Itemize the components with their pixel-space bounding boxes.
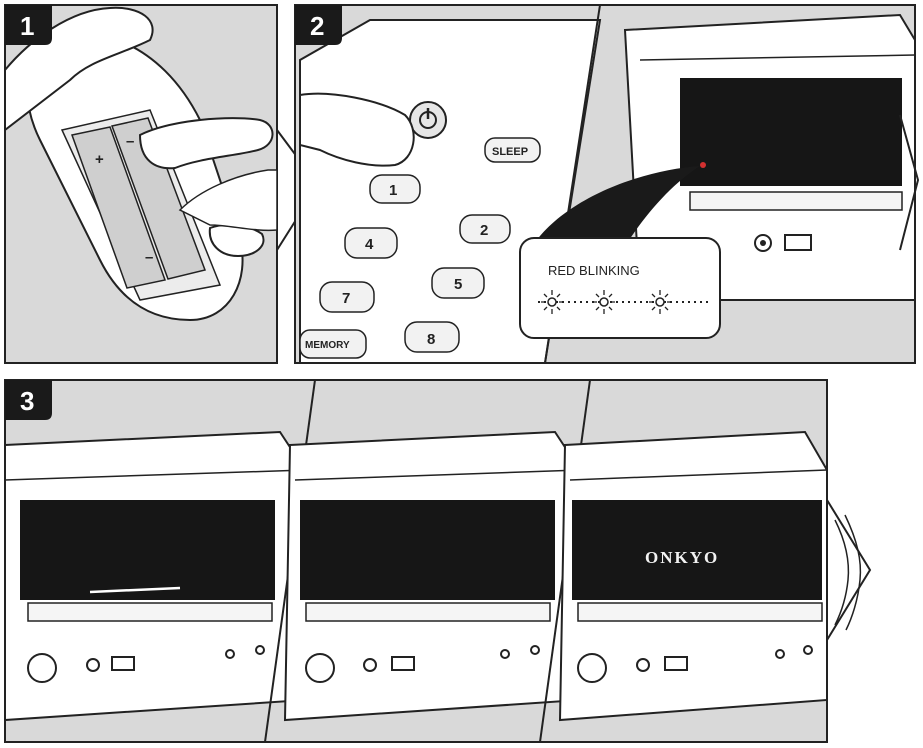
usb-port-icon [784, 234, 812, 251]
progress-line [89, 586, 181, 594]
display-b [300, 500, 555, 600]
power-button [409, 101, 447, 139]
blinking-led-icons [538, 290, 712, 314]
blink-icon-3 [649, 290, 671, 314]
panel-step-2: SLEEP 1 2 4 5 7 8 MEMORY [294, 4, 916, 364]
blink-icon-1 [541, 290, 563, 314]
arrow-step-3-next [826, 499, 872, 641]
key-7-label: 7 [342, 290, 350, 307]
step-badge-1 [5, 5, 52, 45]
battery-right [111, 117, 206, 280]
step-number-3: 3 [20, 386, 34, 416]
hand-palm [178, 169, 278, 232]
callout-text: RED BLINKING [548, 263, 640, 278]
display-c [572, 500, 822, 600]
battery-plus-label: + [95, 151, 104, 168]
memory-key-label: MEMORY [305, 340, 350, 351]
unit-display [680, 78, 902, 186]
red-blinking-callout [519, 237, 721, 339]
step-number-2: 2 [310, 11, 324, 41]
arrow-step-2-to-3 [899, 114, 920, 251]
memory-key [299, 329, 367, 359]
remote-number-keys: 1 2 4 5 7 8 MEMORY [299, 174, 511, 359]
callout-pointer [530, 166, 700, 255]
key-7 [319, 281, 375, 313]
unit-startup-a [4, 430, 306, 722]
index-finger [138, 117, 274, 170]
onkyo-logo: ONKYO [645, 548, 719, 567]
key-8-label: 8 [427, 331, 435, 348]
standby-led [700, 162, 706, 168]
battery-minus-label: – [145, 249, 153, 266]
step-number-1: 1 [20, 11, 34, 41]
key-4 [344, 227, 398, 259]
key-1-label: 1 [389, 182, 397, 199]
battery-minus-label-2: – [126, 133, 134, 150]
panel-step-1: + – – + 1 [4, 4, 278, 364]
step-badge-3 [5, 380, 52, 420]
volume-knob-b [305, 653, 335, 683]
unit-display-lip [689, 191, 903, 211]
display-a [20, 500, 275, 600]
panel-step-3: ONKYO 3 [4, 379, 828, 743]
sleep-key [484, 137, 541, 163]
volume-knob-a [27, 653, 57, 683]
key-1 [369, 174, 421, 204]
key-2 [459, 214, 511, 244]
key-2-label: 2 [480, 222, 488, 239]
volume-knob-c [577, 653, 607, 683]
key-8 [404, 321, 460, 353]
key-4-label: 4 [365, 236, 374, 253]
sleep-key-label: SLEEP [492, 146, 528, 158]
key-5-label: 5 [454, 276, 462, 293]
battery-left [71, 126, 166, 289]
unit-startup-c: ONKYO [558, 430, 828, 722]
step-badge-2 [295, 5, 342, 45]
key-5 [431, 267, 485, 299]
unit-startup-b [283, 430, 581, 722]
pressing-finger [299, 92, 415, 167]
blink-icon-2 [593, 290, 615, 314]
